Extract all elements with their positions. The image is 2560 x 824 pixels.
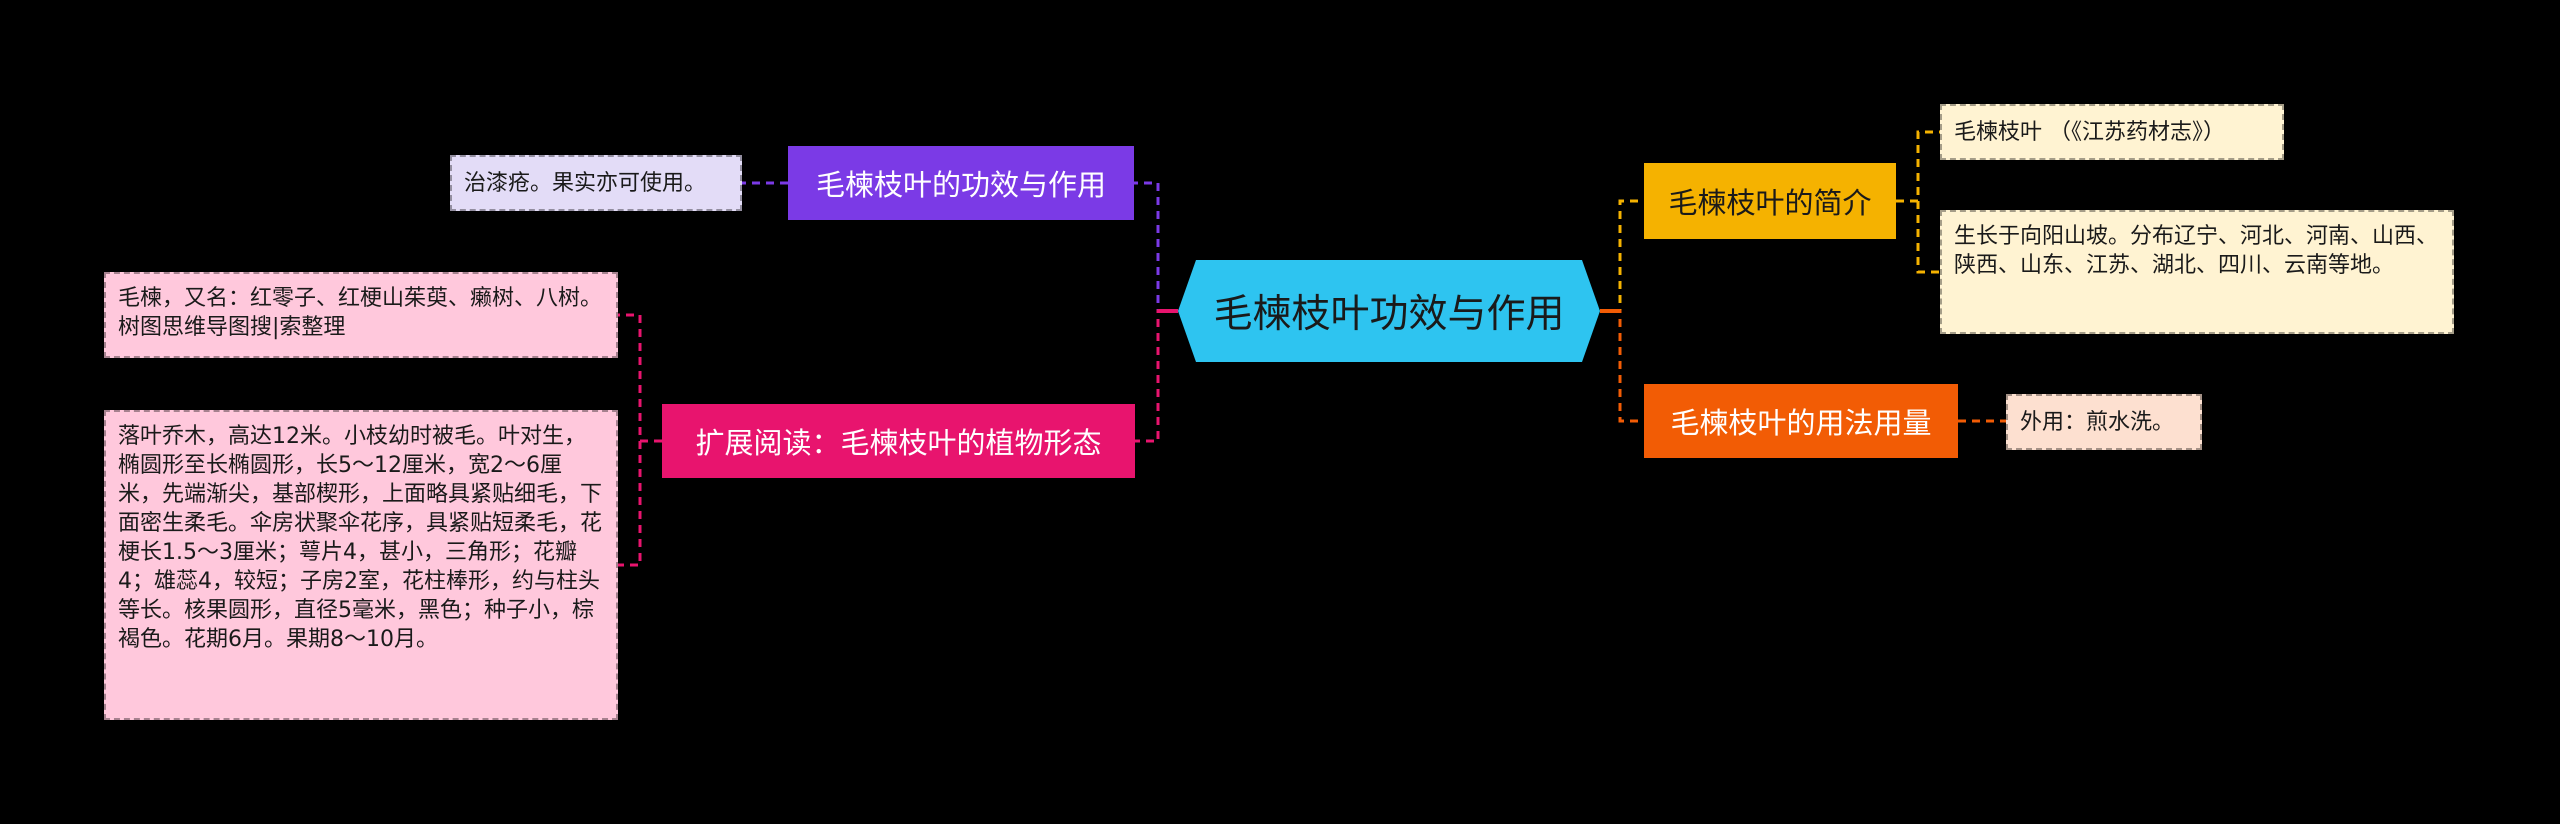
leaf-usage-dosage[interactable]: 外用：煎水洗。: [2006, 394, 2202, 450]
leaf-intro-habitat-text: 生长于向阳山坡。分布辽宁、河北、河南、山西、陕西、山东、江苏、湖北、四川、云南等…: [1954, 224, 2439, 278]
branch-intro-label: 毛楝枝叶的简介: [1668, 186, 1872, 220]
branch-morphology[interactable]: 扩展阅读：毛楝枝叶的植物形态: [662, 404, 1135, 478]
leaf-intro-source-text: 毛楝枝叶 （《江苏药材志》）: [1954, 120, 2225, 145]
branch-usage[interactable]: 毛楝枝叶的用法用量: [1644, 384, 1958, 458]
leaf-intro-habitat[interactable]: 生长于向阳山坡。分布辽宁、河北、河南、山西、陕西、山东、江苏、湖北、四川、云南等…: [1940, 210, 2454, 334]
link-center-morphology: [1135, 309, 1178, 443]
link-morphology-leaves: [618, 313, 662, 567]
leaf-morphology-alias[interactable]: 毛楝，又名：红零子、红梗山茱萸、癞树、八树。树图思维导图搜|索整理: [104, 272, 618, 358]
leaf-effect-note[interactable]: 治漆疮。果实亦可使用。: [450, 155, 742, 211]
link-intro-leaves: [1896, 130, 1940, 274]
leaf-intro-source[interactable]: 毛楝枝叶 （《江苏药材志》）: [1940, 104, 2284, 160]
branch-morphology-label: 扩展阅读：毛楝枝叶的植物形态: [695, 426, 1102, 460]
leaf-morphology-description[interactable]: 落叶乔木，高达12米。小枝幼时被毛。叶对生，椭圆形至长椭圆形，长5～12厘米，宽…: [104, 410, 618, 720]
leaf-effect-note-text: 治漆疮。果实亦可使用。: [464, 171, 707, 196]
central-topic-label: 毛楝枝叶功效与作用: [1213, 292, 1565, 337]
link-center-usage: [1600, 309, 1644, 423]
link-center-effect: [1134, 181, 1178, 313]
leaf-usage-dosage-text: 外用：煎水洗。: [2020, 410, 2175, 435]
branch-usage-label: 毛楝枝叶的用法用量: [1670, 406, 1932, 440]
branch-effect-label: 毛楝枝叶的功效与作用: [815, 168, 1106, 202]
central-topic[interactable]: 毛楝枝叶功效与作用: [1178, 260, 1600, 362]
leaf-morphology-alias-text: 毛楝，又名：红零子、红梗山茱萸、癞树、八树。树图思维导图搜|索整理: [118, 286, 603, 340]
branch-effect[interactable]: 毛楝枝叶的功效与作用: [788, 146, 1134, 220]
branch-intro[interactable]: 毛楝枝叶的简介: [1644, 163, 1896, 239]
leaf-morphology-description-text: 落叶乔木，高达12米。小枝幼时被毛。叶对生，椭圆形至长椭圆形，长5～12厘米，宽…: [118, 424, 603, 652]
link-center-intro: [1600, 199, 1644, 313]
